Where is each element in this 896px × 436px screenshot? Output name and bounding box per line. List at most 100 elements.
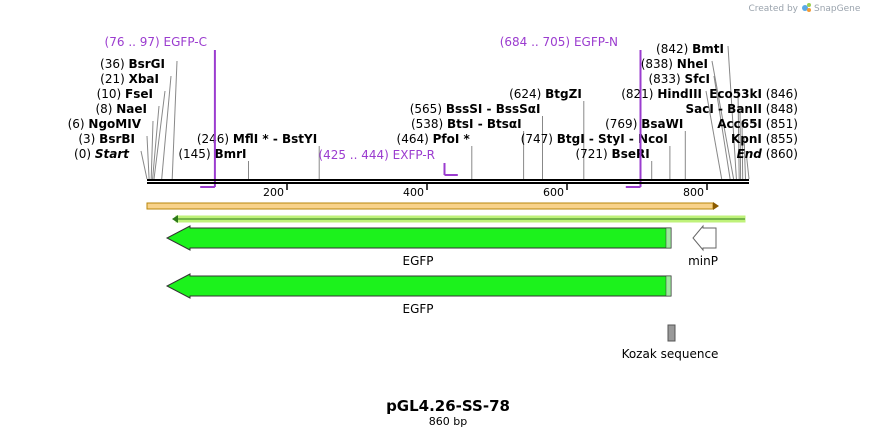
tick-label: 200	[263, 186, 284, 199]
feature-egfp[interactable]: EGFP	[165, 225, 672, 268]
site-xbai[interactable]: (21) XbaI	[100, 72, 159, 86]
site-name: NgoMIV	[88, 117, 141, 131]
feature-egfp[interactable]: EGFP	[165, 273, 672, 316]
site-fsei[interactable]: (10) FseI	[97, 87, 153, 101]
site-bsawi[interactable]: (769) BsaWI	[605, 117, 683, 131]
orf-forward[interactable]	[146, 202, 719, 210]
site-label: (6) NgoMIV	[68, 117, 142, 131]
site-leader-line	[737, 90, 740, 180]
site-btgi-styi-ncoi[interactable]: (747) BtgI - StyI - NcoI	[521, 132, 668, 146]
feature-label: minP	[688, 254, 718, 268]
site-nhei[interactable]: (838) NheI	[641, 57, 708, 71]
site-position: (8)	[95, 102, 116, 116]
orf-reverse[interactable]	[172, 215, 746, 223]
site-name: SfcI	[685, 72, 710, 86]
site-sfci[interactable]: (833) SfcI	[648, 72, 710, 86]
site-position: (848)	[762, 102, 798, 116]
site-label: (21) XbaI	[100, 72, 159, 86]
site-bsrgi[interactable]: (36) BsrGI	[100, 57, 165, 71]
primer-name: EXFP-R	[393, 148, 435, 162]
site-bmri[interactable]: (145) BmrI	[178, 147, 246, 161]
primer-range: (76 .. 97)	[105, 35, 164, 49]
site-name: XbaI	[129, 72, 159, 86]
site-pfoi[interactable]: (464) PfoI *	[397, 132, 471, 146]
site-ngomiv[interactable]: (6) NgoMIV	[68, 117, 142, 131]
primer-range: (684 .. 705)	[500, 35, 574, 49]
site-name: BtgZI	[545, 87, 582, 101]
site-position: (624)	[509, 87, 545, 101]
egfp-arrow-tail	[665, 227, 672, 249]
site-position: (842)	[656, 42, 692, 56]
site-leader-line	[161, 75, 172, 180]
feature-label: EGFP	[402, 302, 433, 316]
site-position: (464)	[397, 132, 433, 146]
site-position: (838)	[641, 57, 677, 71]
site-position: (10)	[97, 87, 125, 101]
primer-egfp-n[interactable]: (684 .. 705) EGFP-N	[500, 35, 642, 188]
site-label: (464) PfoI *	[397, 132, 471, 146]
feature-kozak-sequence[interactable]: Kozak sequence	[622, 324, 719, 361]
site-label: (624) BtgZI	[509, 87, 582, 101]
site-leader-lines	[140, 45, 750, 180]
site-label: (821) HindIII	[621, 87, 702, 101]
primer-egfp-c[interactable]: (76 .. 97) EGFP-C	[105, 35, 216, 188]
site-label: SacI - BanII (848)	[686, 102, 798, 116]
site-name: NheI	[677, 57, 708, 71]
site-position: (145)	[178, 147, 214, 161]
site-bsssi-bsss-i[interactable]: (565) BssSI - BssSαI	[410, 102, 541, 116]
site-saci-banii[interactable]: SacI - BanII (848)	[686, 102, 798, 116]
site-label: Acc65I (851)	[717, 117, 798, 131]
site-name: End	[737, 147, 763, 161]
site-kpni[interactable]: KpnI (855)	[731, 132, 798, 146]
created-by-text: Created by	[748, 4, 798, 14]
site-btsi-bts-i[interactable]: (538) BtsI - BtsαI	[411, 117, 522, 131]
primer-label: (684 .. 705) EGFP-N	[500, 35, 618, 49]
primer-range: (425 .. 444)	[318, 148, 392, 162]
site-label: (833) SfcI	[648, 72, 710, 86]
site-label: (10) FseI	[97, 87, 153, 101]
primer-label: (425 .. 444) EXFP-R	[318, 148, 435, 162]
site-name: BtsI - BtsαI	[447, 117, 522, 131]
site-label: (0) Start	[74, 147, 130, 161]
site-leader-line	[743, 135, 746, 180]
site-label: (3) BsrBI	[78, 132, 135, 146]
site-naei[interactable]: (8) NaeI	[95, 102, 147, 116]
site-position: (851)	[762, 117, 798, 131]
site-position: (821)	[621, 87, 657, 101]
site-name: Start	[95, 147, 130, 161]
site-start[interactable]: (0) Start	[74, 147, 130, 161]
site-name: Acc65I	[717, 117, 762, 131]
site-leader-line	[705, 90, 723, 180]
snapgene-brand-name: SnapGene	[814, 4, 861, 14]
site-name: Eco53kI	[709, 87, 762, 101]
orf-forward-arrowhead	[713, 202, 719, 210]
primer-name: EGFP-N	[574, 35, 618, 49]
site-label: KpnI (855)	[731, 132, 798, 146]
feature-label: Kozak sequence	[622, 347, 719, 361]
primer-exfp-r[interactable]: (425 .. 444) EXFP-R	[318, 148, 458, 176]
site-end[interactable]: End (860)	[737, 147, 798, 161]
tick-label: 400	[403, 186, 424, 199]
site-name: NaeI	[116, 102, 147, 116]
site-bsrbi[interactable]: (3) BsrBI	[78, 132, 135, 146]
site-name: BtgI - StyI - NcoI	[557, 132, 668, 146]
site-leader-line	[153, 90, 166, 180]
site-leader-line	[741, 120, 744, 180]
site-position: (21)	[100, 72, 128, 86]
site-btgzi[interactable]: (624) BtgZI	[509, 87, 582, 101]
site-label: Eco53kI (846)	[709, 87, 798, 101]
features: EGFP minP EGFP Kozak sequence	[165, 224, 719, 361]
site-hindiii[interactable]: (821) HindIII	[621, 87, 702, 101]
site-acc65i[interactable]: Acc65I (851)	[717, 117, 798, 131]
site-position: (769)	[605, 117, 641, 131]
site-name: BseRI	[612, 147, 650, 161]
site-bseri[interactable]: (721) BseRI	[575, 147, 649, 161]
site-eco53ki[interactable]: Eco53kI (846)	[709, 87, 798, 101]
primer-annotations: (76 .. 97) EGFP-C (684 .. 705) EGFP-N (425…	[105, 35, 642, 188]
feature-minp[interactable]: minP	[688, 224, 718, 268]
site-bmti[interactable]: (842) BmtI	[656, 42, 724, 56]
site-position: (6)	[68, 117, 89, 131]
site-label: (8) NaeI	[95, 102, 147, 116]
